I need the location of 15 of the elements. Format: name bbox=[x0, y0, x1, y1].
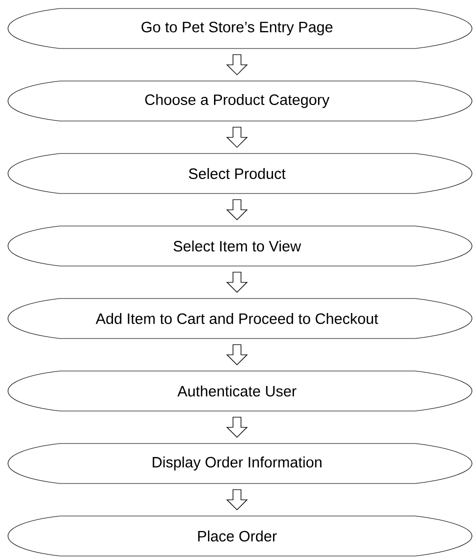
process-step: Add Item to Cart and Proceed to Checkout bbox=[8, 298, 472, 339]
process-step: Go to Pet Store’s Entry Page bbox=[8, 8, 472, 49]
arrow bbox=[226, 416, 248, 438]
process-step: Display Order Information bbox=[8, 443, 472, 484]
arrow bbox=[226, 54, 248, 76]
process-step: Select Product bbox=[8, 153, 472, 194]
arrow bbox=[226, 272, 248, 293]
process-step: Select Item to View bbox=[8, 226, 472, 266]
arrow bbox=[226, 126, 248, 148]
process-step: Authenticate User bbox=[8, 370, 472, 412]
process-step: Place Order bbox=[8, 516, 472, 556]
arrow bbox=[226, 344, 248, 366]
arrow bbox=[226, 489, 248, 510]
arrow bbox=[226, 199, 248, 220]
process-step: Choose a Product Category bbox=[8, 80, 472, 122]
